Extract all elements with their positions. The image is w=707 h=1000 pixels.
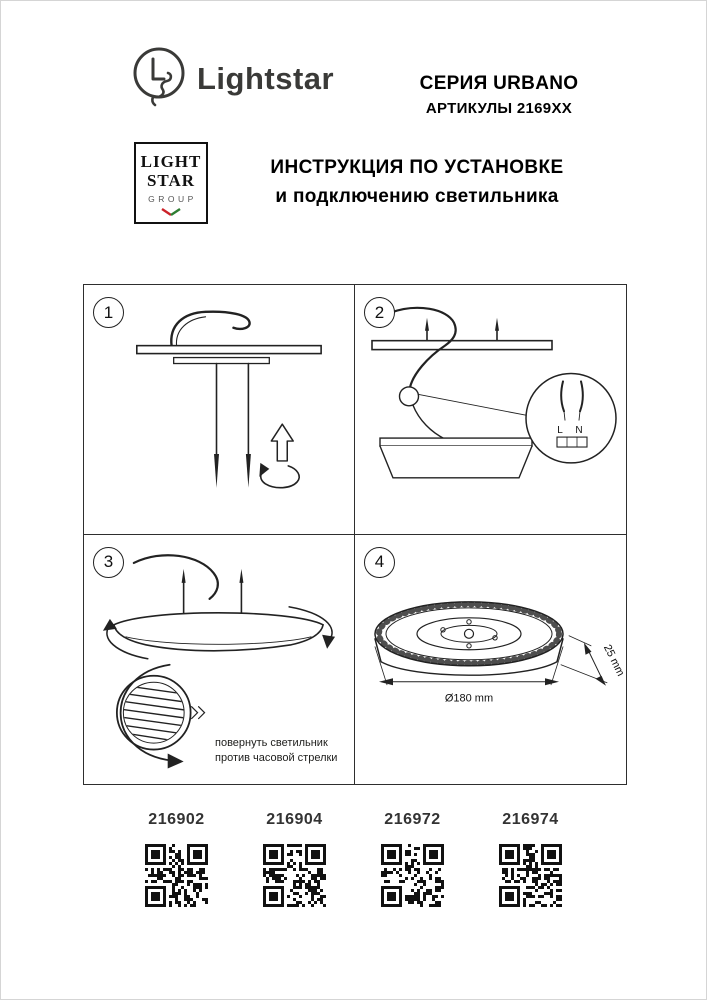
- step-cell-3: 3: [84, 534, 355, 784]
- qr-label: 216904: [266, 811, 323, 828]
- qr-item: 216974: [495, 811, 567, 907]
- qr-code: [499, 844, 562, 907]
- qr-label: 216902: [148, 811, 205, 828]
- group-logo-line2: STAR: [146, 171, 196, 190]
- step2-drawing: L N: [371, 306, 617, 479]
- brand-wordmark: Lightstar: [197, 61, 335, 96]
- height-dimension-label: 25 mm: [601, 642, 626, 677]
- qr-item: 216972: [377, 811, 449, 907]
- step-cell-1: 1: [84, 285, 355, 535]
- qr-item: 216902: [141, 811, 213, 907]
- qr-section: 216902 216904 216972 216974: [1, 811, 706, 907]
- step3-note-line2: против часовой стрелки: [215, 751, 338, 764]
- step3-note-line1: повернуть светильник: [215, 736, 328, 749]
- step3-note: повернуть светильник против часовой стре…: [215, 736, 337, 766]
- lightstar-group-logo: LIGHT STAR GROUP: [134, 142, 208, 224]
- step3-number-badge: 3: [93, 546, 124, 578]
- qr-code: [381, 844, 444, 907]
- qr-label: 216974: [502, 811, 559, 828]
- main-title-line1: ИНСТРУКЦИЯ ПО УСТАНОВКЕ: [270, 157, 564, 178]
- qr-code: [145, 844, 208, 907]
- step2-number-badge: 2: [364, 297, 395, 328]
- series-title: СЕРИЯ URBANO: [419, 73, 579, 94]
- step1-drawing: [136, 310, 322, 489]
- qr-label: 216972: [384, 811, 441, 828]
- wire-label-n: N: [575, 425, 582, 436]
- lightstar-bulb-logo-icon: [133, 47, 185, 107]
- qr-code: [263, 844, 326, 907]
- group-logo-line1: LIGHT: [140, 152, 202, 171]
- step1-number-badge: 1: [93, 297, 124, 328]
- group-logo-flag-icon: [161, 208, 181, 216]
- step4-drawing: Ø180 mm 25 mm: [374, 600, 626, 704]
- step4-number-badge: 4: [364, 546, 395, 578]
- main-title-line2: и подключению светильника: [275, 186, 559, 207]
- main-title: ИНСТРУКЦИЯ ПО УСТАНОВКЕ и подключению св…: [233, 157, 601, 208]
- installation-steps-grid: 1 2: [83, 284, 627, 785]
- step-cell-4: 4: [355, 534, 626, 784]
- step3-drawing: [102, 553, 336, 769]
- qr-item: 216904: [259, 811, 331, 907]
- articles-subtitle: АРТИКУЛЫ 2169XX: [425, 100, 573, 117]
- diameter-dimension-label: Ø180 mm: [445, 692, 493, 704]
- group-logo-line3: GROUP: [148, 194, 197, 204]
- wire-label-l: L: [557, 425, 563, 436]
- step-cell-2: 2: [355, 285, 626, 535]
- series-block: СЕРИЯ URBANO АРТИКУЛЫ 2169XX: [399, 73, 599, 117]
